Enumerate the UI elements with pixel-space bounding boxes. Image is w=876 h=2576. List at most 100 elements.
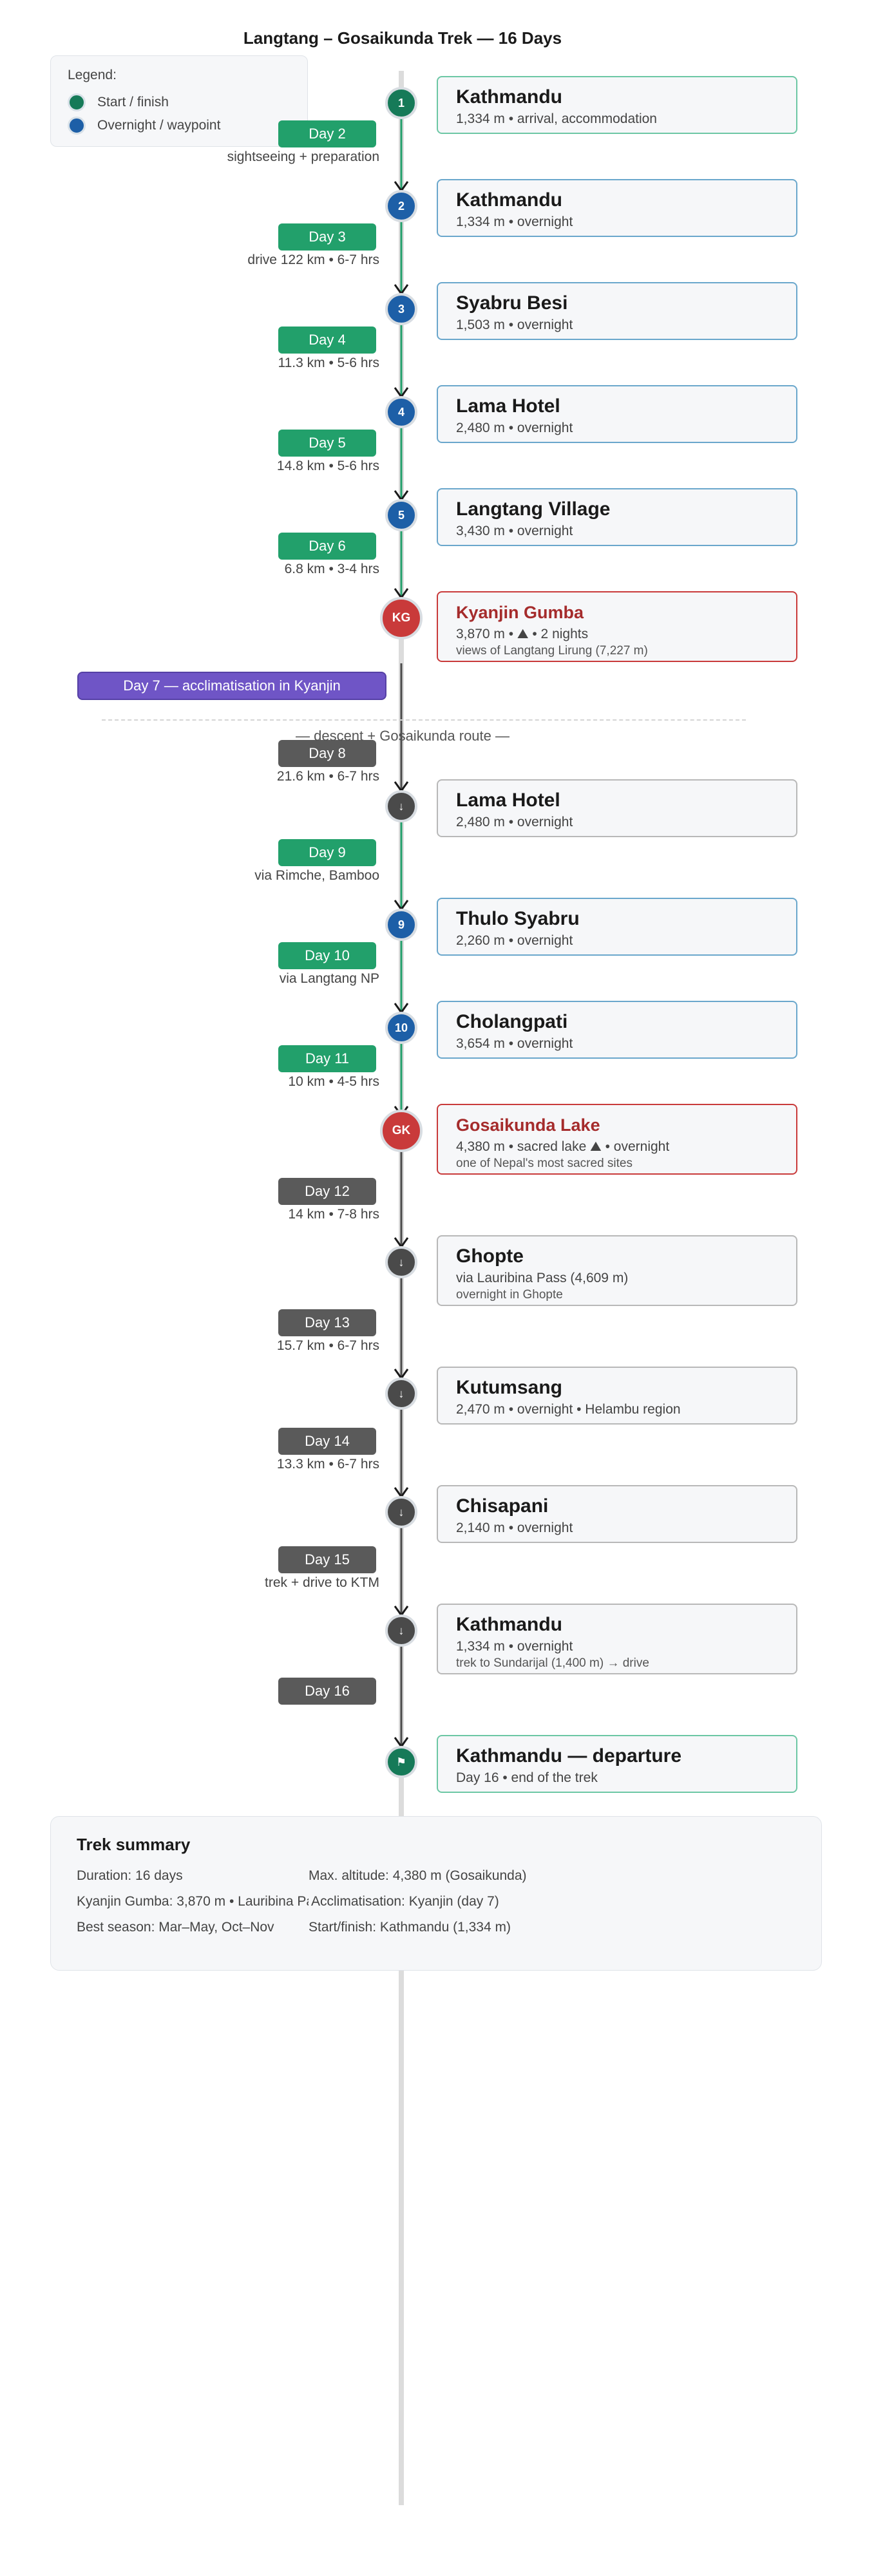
day-pill-9: Day 11 <box>278 1045 376 1072</box>
stop-details: 1,334 m • overnight <box>456 1639 573 1654</box>
day-pill-2: Day 3 <box>278 223 376 251</box>
stop-name: Lama Hotel <box>456 790 560 811</box>
stop-card-13: Chisapani 2,140 m • overnight <box>437 1485 797 1543</box>
waypoint-dot-icon <box>68 117 86 135</box>
day-subtitle-4: 14.8 km • 5-6 hrs <box>276 459 379 473</box>
stop-note: trek to Sundarijal (1,400 m) → drive <box>456 1656 649 1670</box>
stop-details: 2,140 m • overnight <box>456 1520 573 1535</box>
day-subtitle-12: 13.3 km • 6-7 hrs <box>276 1457 379 1472</box>
day-pill-7: Day 9 <box>278 839 376 866</box>
stop-card-1: Kathmandu 1,334 m • arrival, accommodatio… <box>437 76 797 134</box>
legend: Legend: Start / finish Overnight / waypo… <box>50 55 308 147</box>
day-subtitle-13: trek + drive to KTM <box>265 1575 379 1590</box>
stop-card-6: Kyanjin Gumba 3,870 m • ⛰ • 2 nights views… <box>437 591 797 662</box>
stop-details: 1,503 m • overnight <box>456 317 573 332</box>
stop-card-4: Lama Hotel 2,480 m • overnight <box>437 385 797 443</box>
stop-name: Kathmandu <box>456 189 562 211</box>
stop-marker-9: 10 <box>385 1012 417 1044</box>
stop-marker-12: ↓ <box>385 1378 417 1410</box>
stop-card-8: Thulo Syabru 2,260 m • overnight <box>437 898 797 956</box>
day-pill-1: Day 2 <box>278 120 376 147</box>
summary-max-altitude: Max. altitude: 4,380 m (Gosaikunda) <box>309 1868 527 1883</box>
day-subtitle-9: 10 km • 4-5 hrs <box>288 1074 379 1089</box>
stop-name: Lama Hotel <box>456 395 560 417</box>
stop-note: overnight in Ghopte <box>456 1288 563 1302</box>
stop-name: Syabru Besi <box>456 292 568 314</box>
summary-duration: Duration: 16 days <box>77 1868 183 1883</box>
stop-marker-15: ⚑ <box>385 1746 417 1778</box>
stop-marker-10: GK <box>380 1110 423 1152</box>
stop-details: via Lauribina Pass (4,609 m) <box>456 1271 629 1285</box>
day-pill-12: Day 14 <box>278 1428 376 1455</box>
summary-best-season: Best season: Mar–May, Oct–Nov <box>77 1920 274 1935</box>
stop-card-7: Lama Hotel 2,480 m • overnight <box>437 779 797 837</box>
stop-card-2: Kathmandu 1,334 m • overnight <box>437 179 797 237</box>
start-finish-dot-icon <box>68 93 86 111</box>
stop-marker-13: ↓ <box>385 1496 417 1528</box>
day-pill-6: Day 8 <box>278 740 376 767</box>
day-pill-13: Day 15 <box>278 1546 376 1573</box>
page-title: Langtang – Gosaikunda Trek — 16 Days <box>243 28 562 48</box>
day-pill-4: Day 5 <box>278 430 376 457</box>
day-pill-3: Day 4 <box>278 327 376 354</box>
stop-name: Langtang Village <box>456 498 611 520</box>
legend-label-start: Start / finish <box>97 95 169 109</box>
stop-name: Gosaikunda Lake <box>456 1115 600 1135</box>
stop-marker-4: 4 <box>385 396 417 428</box>
stop-details: 2,470 m • overnight • Helambu region <box>456 1402 681 1417</box>
day-subtitle-10: 14 km • 7-8 hrs <box>288 1207 379 1222</box>
day-subtitle-1: sightseeing + preparation <box>227 149 379 164</box>
day-pill-11: Day 13 <box>278 1309 376 1336</box>
trek-summary: Trek summary Duration: 16 days Max. alti… <box>50 1816 822 1971</box>
stop-details: 2,260 m • overnight <box>456 933 573 948</box>
legend-label-waypoint: Overnight / waypoint <box>97 118 221 133</box>
stop-details: 3,430 m • overnight <box>456 524 573 538</box>
stop-details: Day 16 • end of the trek <box>456 1770 598 1785</box>
stop-name: Ghopte <box>456 1245 524 1267</box>
stop-marker-8: 9 <box>385 909 417 941</box>
stop-marker-6: KG <box>380 597 423 639</box>
stop-card-11: Ghopte via Lauribina Pass (4,609 m) overni… <box>437 1235 797 1306</box>
stop-details: 1,334 m • overnight <box>456 214 573 229</box>
summary-waypoints: Kyanjin Gumba: 3,870 m • Lauribina Pass:… <box>77 1894 384 1909</box>
stop-card-5: Langtang Village 3,430 m • overnight <box>437 488 797 546</box>
day-subtitle-5: 6.8 km • 3-4 hrs <box>284 562 379 576</box>
day-subtitle-11: 15.7 km • 6-7 hrs <box>276 1338 379 1353</box>
day-subtitle-3: 11.3 km • 5-6 hrs <box>278 355 379 370</box>
stop-name: Cholangpati <box>456 1011 568 1032</box>
stop-details: 3,654 m • overnight <box>456 1036 573 1051</box>
stop-details: 2,480 m • overnight <box>456 815 573 829</box>
stop-marker-7: ↓ <box>385 790 417 822</box>
stop-name: Kathmandu <box>456 86 562 108</box>
day-pill-14: Day 16 <box>278 1678 376 1705</box>
stop-name: Kathmandu <box>456 1614 562 1635</box>
stop-marker-2: 2 <box>385 190 417 222</box>
stop-card-3: Syabru Besi 1,503 m • overnight <box>437 282 797 340</box>
stop-marker-5: 5 <box>385 499 417 531</box>
stop-details: 1,334 m • arrival, accommodation <box>456 111 657 126</box>
day-pill-5: Day 6 <box>278 533 376 560</box>
legend-title: Legend: <box>68 68 117 82</box>
day-subtitle-2: drive 122 km • 6-7 hrs <box>247 252 379 267</box>
legend-item-start: Start / finish <box>68 91 290 114</box>
legend-item-waypoint: Overnight / waypoint <box>68 114 290 137</box>
stop-marker-11: ↓ <box>385 1246 417 1278</box>
descent-divider-line <box>102 719 746 721</box>
day-pill-10: Day 12 <box>278 1178 376 1205</box>
day-subtitle-8: via Langtang NP <box>279 971 379 986</box>
stop-card-9: Cholangpati 3,654 m • overnight <box>437 1001 797 1059</box>
stop-details: 2,480 m • overnight <box>456 421 573 435</box>
stop-card-14: Kathmandu 1,334 m • overnight trek to Sund… <box>437 1604 797 1674</box>
stop-name: Chisapani <box>456 1495 549 1517</box>
acclimatisation-banner: Day 7 — acclimatisation in Kyanjin <box>77 672 386 700</box>
stop-details: 3,870 m • ⛰ • 2 nights <box>456 627 589 641</box>
descent-divider-label: — descent + Gosaikunda route — <box>295 728 510 744</box>
stop-marker-14: ↓ <box>385 1615 417 1647</box>
stop-note: views of Langtang Lirung (7,227 m) <box>456 644 648 658</box>
stop-name: Thulo Syabru <box>456 908 580 929</box>
stop-name: Kyanjin Gumba <box>456 603 584 622</box>
stop-note: one of Nepal's most sacred sites <box>456 1157 633 1170</box>
